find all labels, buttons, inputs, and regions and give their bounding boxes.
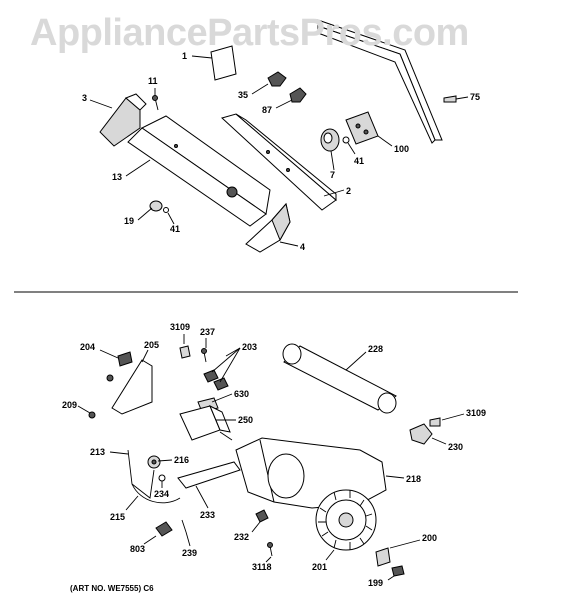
callout-13: 13 [112, 172, 122, 182]
callout-232: 232 [234, 532, 249, 542]
callout-3109-top: 3109 [170, 322, 190, 332]
callout-216: 216 [174, 455, 189, 465]
part-19-knob-small[interactable] [149, 200, 163, 212]
part-201-blower-wheel[interactable] [315, 489, 377, 551]
callout-630: 630 [234, 389, 249, 399]
part-backsplash-top[interactable] [317, 19, 443, 144]
callout-2: 2 [346, 186, 351, 196]
part-3-end-cap-left[interactable] [99, 93, 147, 147]
callout-215: 215 [110, 512, 125, 522]
callout-250: 250 [238, 415, 253, 425]
part-250-motor[interactable] [179, 404, 233, 441]
part-4-end-cap-right[interactable] [245, 202, 291, 253]
part-75-screw[interactable] [443, 95, 457, 103]
part-41-nut-b[interactable] [163, 207, 169, 213]
callout-803: 803 [130, 544, 145, 554]
part-2-control-frame[interactable] [221, 113, 337, 211]
part-3109-screw-right[interactable] [429, 417, 441, 427]
part-213-216-pulley-belt[interactable] [127, 449, 161, 499]
part-215-belt[interactable] [131, 483, 181, 504]
callout-1: 1 [182, 51, 187, 61]
callout-213: 213 [90, 447, 105, 457]
callout-228: 228 [368, 344, 383, 354]
part-87-clip[interactable] [289, 87, 307, 103]
callout-203: 203 [242, 342, 257, 352]
callout-41-lower: 41 [170, 224, 180, 234]
part-3109-screw-top[interactable] [179, 345, 191, 359]
callout-3109-right: 3109 [466, 408, 486, 418]
callout-7: 7 [330, 170, 335, 180]
part-100-switch-bracket[interactable] [345, 111, 379, 145]
lower-leader-lines [77, 334, 465, 581]
callout-labels: 1 35 87 75 3 11 100 41 7 13 2 19 41 4 31… [62, 51, 486, 588]
callout-199: 199 [368, 578, 383, 588]
art-number-caption: (ART NO. WE7555) C6 [70, 584, 154, 593]
part-205-bracket[interactable] [106, 359, 153, 415]
callout-239: 239 [182, 548, 197, 558]
part-209-nut[interactable] [88, 411, 96, 419]
part-230-clip[interactable] [409, 423, 433, 445]
part-239-wire[interactable] [181, 519, 187, 533]
callout-233: 233 [200, 510, 215, 520]
callout-237: 237 [200, 327, 215, 337]
part-35-clip[interactable] [267, 71, 287, 87]
callout-230: 230 [448, 442, 463, 452]
part-200-switch[interactable] [375, 547, 391, 567]
part-237-screw[interactable] [201, 348, 207, 363]
callout-41-upper: 41 [354, 156, 364, 166]
callout-209: 209 [62, 400, 77, 410]
callout-234: 234 [154, 489, 169, 499]
part-203-clips[interactable] [203, 369, 229, 391]
part-234-spring[interactable] [158, 474, 166, 482]
part-232-clip[interactable] [255, 509, 269, 523]
part-13-control-panel[interactable] [127, 115, 271, 227]
callout-35: 35 [238, 90, 248, 100]
part-3118-screw[interactable] [267, 542, 273, 557]
callout-19: 19 [124, 216, 134, 226]
callout-205: 205 [144, 340, 159, 350]
callout-11: 11 [148, 76, 158, 86]
part-7-knob[interactable] [320, 128, 340, 152]
callout-87: 87 [262, 105, 272, 115]
part-41-nut[interactable] [342, 136, 350, 144]
callout-218: 218 [406, 474, 421, 484]
part-204-clip[interactable] [117, 351, 133, 367]
callout-201: 201 [312, 562, 327, 572]
callout-100: 100 [394, 144, 409, 154]
part-233-belt-idler[interactable] [177, 461, 241, 489]
callout-4: 4 [300, 242, 305, 252]
callout-75: 75 [470, 92, 480, 102]
callout-200: 200 [422, 533, 437, 543]
part-228-duct[interactable] [282, 343, 397, 414]
callout-204: 204 [80, 342, 95, 352]
upper-leader-lines [89, 55, 469, 247]
part-803-clip[interactable] [155, 521, 173, 537]
callout-3: 3 [82, 93, 87, 103]
part-11-screw[interactable] [152, 95, 159, 111]
callout-3118: 3118 [252, 562, 272, 572]
watermark: AppliancePartsPros.com [30, 12, 469, 54]
part-199-screw[interactable] [391, 565, 405, 577]
part-1-label-card[interactable] [210, 45, 237, 81]
